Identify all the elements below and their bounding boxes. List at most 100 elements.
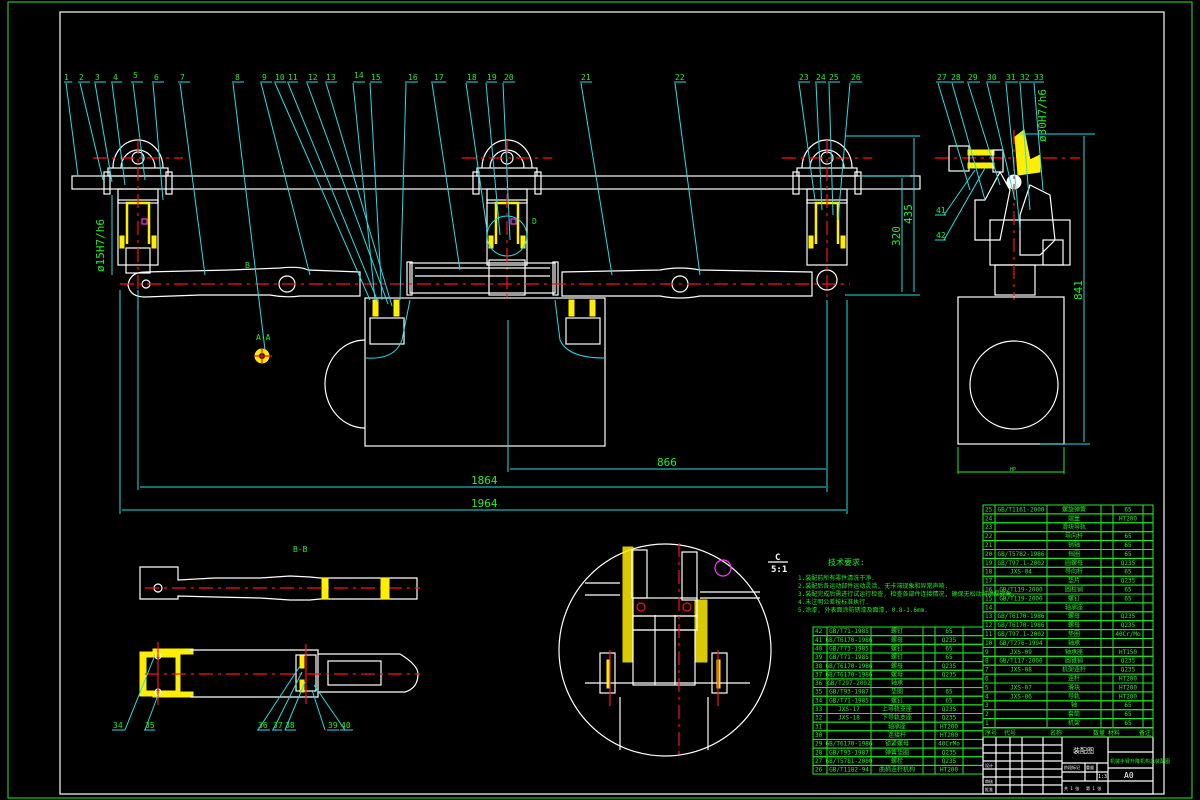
bom-right-cell-name: 轴承 [1068, 639, 1080, 647]
bom-left-cell-name: 螺母 [891, 662, 903, 670]
bom-right-cell-name: 销轴 [1068, 541, 1080, 549]
dim-841: 841 [1072, 280, 1085, 300]
bom-right-cell-code: GB/T5782-1986 [998, 551, 1045, 558]
balloon-27: 27 [937, 73, 947, 82]
bom-right-cell-code: GB/T1161-2000 [998, 506, 1045, 513]
bom-right-cell-name: 圆螺母 [1065, 559, 1083, 567]
dim-1864: 1864 [471, 474, 498, 487]
side-view: HP 841 ø30H7/h6 27 28 [935, 73, 1095, 474]
bom-left-cell-no: 38 [815, 663, 823, 670]
bom-left-cell-name: 螺钉 [891, 653, 903, 661]
balloon-36: 36 [258, 721, 268, 730]
bom-left-cell-name: 螺钉 [891, 644, 903, 652]
bom-left-cell-name: 螺母 [891, 670, 903, 678]
bom-header-material: 材料 [1108, 729, 1120, 737]
bom-right-cell-no: 23 [985, 524, 993, 531]
bom-right-cell-no: 19 [985, 560, 993, 567]
balloon-17: 17 [434, 73, 444, 82]
bom-right-cell-material: Q235 [1121, 613, 1136, 620]
detail-marker-d: D [532, 217, 537, 226]
balloon-32: 32 [1020, 73, 1030, 82]
bom-right-cell-code: GB/T119-2000 [999, 587, 1043, 594]
bom-left-cell-code: GB/T93-1987 [829, 689, 869, 696]
bom-right-cell-no: 12 [985, 622, 993, 629]
bom-left-cell-material: Q235 [942, 715, 957, 722]
bom-right-cell-material: 65 [1124, 506, 1132, 513]
balloon-21: 21 [581, 73, 591, 82]
bom-right-cell-material: 65 [1124, 595, 1132, 602]
title-project-name: 机械手臂升降机构总装配图 [1110, 758, 1170, 765]
bom-right-cell-no: 3 [985, 702, 989, 709]
balloon-8: 8 [235, 73, 240, 82]
callout-41: 41 [936, 206, 946, 215]
bom-left-cell-name: 曲柄连杆机构 [879, 766, 915, 774]
bom-right-cell-name: 机架连杆 [1062, 666, 1086, 674]
balloon-34: 34 [113, 721, 123, 730]
balloon-13: 13 [326, 73, 336, 82]
bom-left-cell-no: 31 [815, 723, 823, 730]
bom-right-cell-material: Q235 [1121, 667, 1136, 674]
bom-left-cell-material: 65 [945, 628, 953, 635]
carriage-middle [462, 139, 552, 300]
bom-right-cell-name: 螺旋弹簧 [1062, 505, 1086, 513]
bom-right-cell-no: 14 [985, 604, 993, 611]
bom-left-cell-code: GB/T6170-1986 [826, 741, 873, 748]
bom-right-cell-material: HT200 [1119, 676, 1137, 683]
bom-left-cell-name: 螺钉 [891, 627, 903, 635]
bom-left-cell-name: 轴承 [891, 679, 903, 687]
bom-left-cell-code: GB/T5781-2000 [826, 758, 873, 765]
bom-left-cell-code: GB/T73-1985 [829, 645, 869, 652]
bom-right-cell-no: 17 [985, 578, 993, 585]
bom-left-cell-no: 39 [815, 654, 823, 661]
balloon-14: 14 [354, 71, 364, 80]
section-bb-view: B-B [112, 545, 420, 731]
balloon-40: 40 [341, 721, 351, 730]
title-stage-label: 阶段标记 [1064, 764, 1080, 770]
title-scale: 1:3 [1098, 774, 1107, 780]
bom-header: 序号 代号 名称 数量 材料 备注 [982, 727, 1154, 738]
bom-right-cell-material: Q235 [1121, 622, 1136, 629]
bom-right-cell-no: 2 [985, 711, 989, 718]
bom-left-cell-no: 40 [815, 645, 823, 652]
dim-435: 435 [902, 204, 915, 224]
detail-c-scale: 5:1 [771, 565, 787, 575]
balloon-15: 15 [371, 73, 381, 82]
bom-right-cell-no: 21 [985, 542, 993, 549]
balloon-26: 26 [851, 73, 861, 82]
bom-header-no: 序号 [985, 729, 997, 737]
balloon-23: 23 [799, 73, 809, 82]
bom-left-cell-name: 锁紧螺母 [885, 740, 909, 748]
detail-c-view: C 5:1 [558, 543, 788, 757]
bom-left-cell-no: 33 [815, 706, 823, 713]
balloon-38: 38 [285, 721, 295, 730]
bom-left-cell-material: 65 [945, 697, 953, 704]
bom-right-cell-name: 轴 [1071, 701, 1077, 709]
balloon-22: 22 [675, 73, 685, 82]
balloon-5: 5 [133, 71, 138, 80]
bom-left-cell-name: 垫圈 [891, 688, 903, 696]
bom-left-cell-material: Q235 [942, 749, 957, 756]
bom-right-cell-code: GB/T6170-1986 [998, 622, 1045, 629]
bom-left-cell-code: GB/T93-1987 [829, 749, 869, 756]
callout-42: 42 [936, 231, 946, 240]
title-drawing-name: 装配图 [1073, 746, 1094, 755]
bom-header-note: 备注 [1139, 729, 1151, 737]
bom-right-cell-no: 15 [985, 595, 993, 602]
